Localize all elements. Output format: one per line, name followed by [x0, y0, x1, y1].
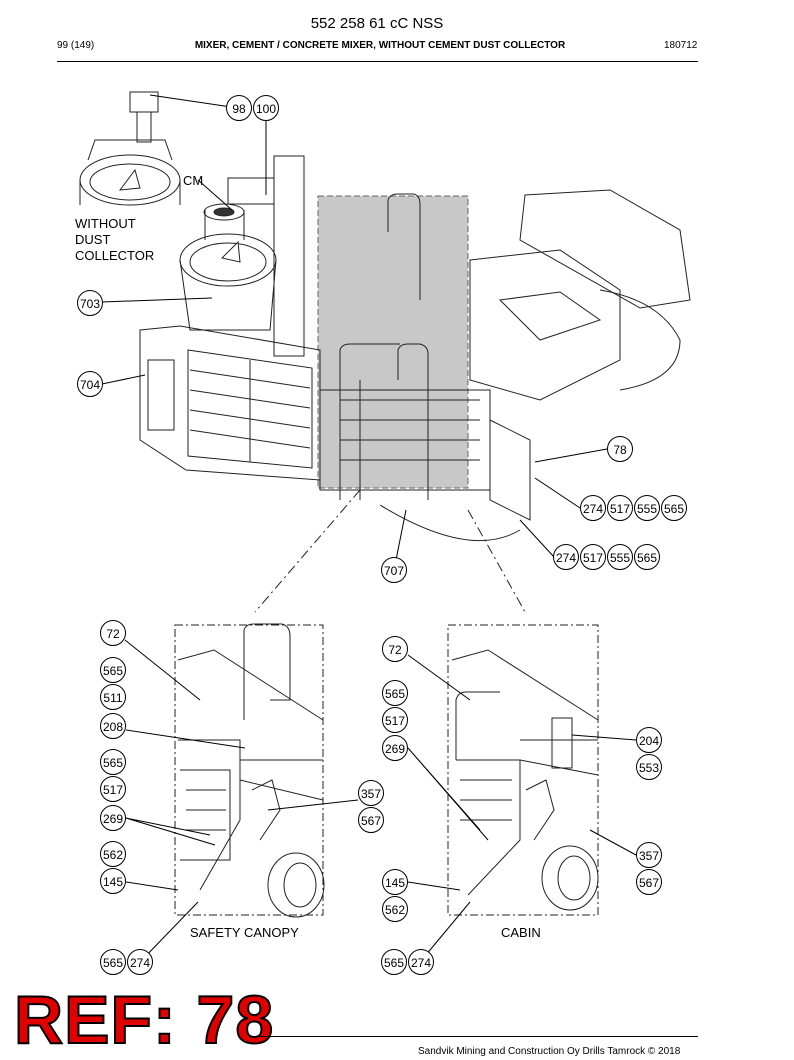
callout-517: 517 [382, 707, 408, 733]
callout-565: 565 [382, 680, 408, 706]
callout-208: 208 [100, 713, 126, 739]
callout-555: 555 [607, 544, 633, 570]
callout-704: 704 [77, 371, 103, 397]
callout-357: 357 [636, 842, 662, 868]
callout-517: 517 [580, 544, 606, 570]
callout-703: 703 [77, 290, 103, 316]
cabin-label: CABIN [501, 925, 541, 940]
callout-72: 72 [382, 636, 408, 662]
callout-145: 145 [100, 868, 126, 894]
callout-274: 274 [127, 949, 153, 975]
callout-204: 204 [636, 727, 662, 753]
callout-511: 511 [100, 684, 126, 710]
highlight-region [317, 195, 469, 489]
callout-269: 269 [382, 735, 408, 761]
callout-562: 562 [382, 896, 408, 922]
callout-565: 565 [100, 749, 126, 775]
small-mixer-drawing [79, 91, 181, 206]
without-dust-label-line1: WITHOUT [75, 216, 136, 231]
callout-562: 562 [100, 841, 126, 867]
callout-567: 567 [636, 869, 662, 895]
callout-565: 565 [100, 657, 126, 683]
callout-565: 565 [661, 495, 687, 521]
callout-357: 357 [358, 780, 384, 806]
page-number: 99 (149) [57, 40, 95, 51]
callout-517: 517 [100, 776, 126, 802]
date-code: 180712 [664, 40, 698, 51]
without-dust-label-line2: DUST [75, 232, 111, 247]
callout-555: 555 [634, 495, 660, 521]
main-mixer-drawing [179, 155, 305, 357]
carrier-drawing [379, 189, 691, 542]
callout-565: 565 [100, 949, 126, 975]
callout-567: 567 [358, 807, 384, 833]
cm-label: CM [183, 173, 204, 188]
callout-269: 269 [100, 805, 126, 831]
callout-274: 274 [408, 949, 434, 975]
cabin-detail-box [447, 624, 599, 916]
callout-565: 565 [381, 949, 407, 975]
callout-517: 517 [607, 495, 633, 521]
callout-100: 100 [253, 95, 279, 121]
callout-565: 565 [634, 544, 660, 570]
callout-145: 145 [382, 869, 408, 895]
safety-canopy-detail-box [174, 624, 324, 916]
callout-553: 553 [636, 754, 662, 780]
header-rule [57, 61, 698, 62]
callout-274: 274 [553, 544, 579, 570]
section-title: MIXER, CEMENT / CONCRETE MIXER, WITHOUT … [194, 40, 566, 51]
ladder-drawing [339, 193, 429, 500]
without-dust-label-line3: COLLECTOR [75, 248, 155, 263]
callout-274: 274 [580, 495, 606, 521]
ref-label: REF: 78 [13, 981, 275, 1059]
callout-98: 98 [226, 95, 252, 121]
callout-707: 707 [381, 557, 407, 583]
footer-copyright: Sandvik Mining and Construction Oy Drill… [418, 1046, 681, 1057]
safety-canopy-drawing [177, 623, 325, 918]
safety-canopy-label: SAFETY CANOPY [190, 925, 299, 940]
footer-rule [255, 1036, 698, 1037]
callout-78: 78 [607, 436, 633, 462]
cabin-drawing [451, 649, 599, 911]
callout-72: 72 [100, 620, 126, 646]
document-number: 552 258 61 cC NSS [310, 15, 444, 32]
